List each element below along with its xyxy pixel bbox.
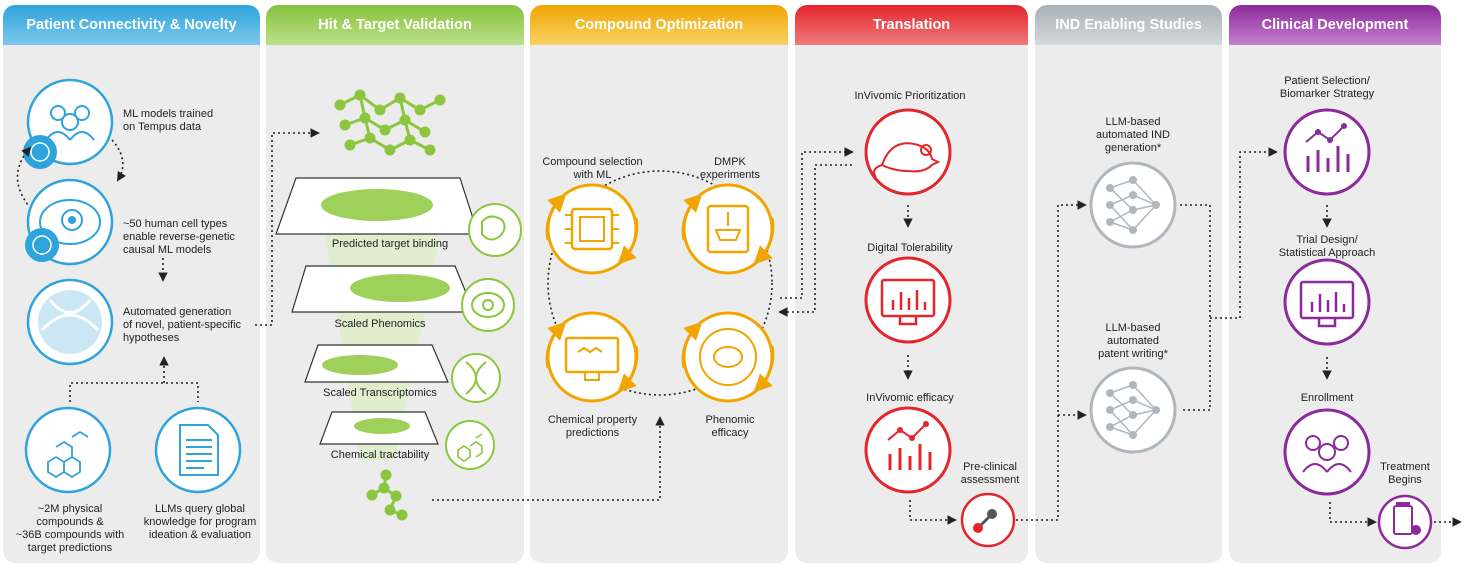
label-trial-design: Trial Design/ Statistical Approach: [1257, 234, 1397, 260]
label-cell-types: ~50 human cell types enable reverse-gene…: [123, 218, 235, 257]
label-line: Patient Selection/: [1284, 75, 1370, 87]
label-patient-selection: Patient Selection/ Biomarker Strategy: [1262, 75, 1392, 101]
cell-efficacy-icon: [682, 311, 774, 403]
label-line: Phenomic: [705, 414, 755, 426]
label-target-binding: Predicted target binding: [331, 238, 449, 250]
label-line: Begins: [1388, 474, 1422, 486]
label-invivomic-prioritization: InVivomic Prioritization: [854, 90, 966, 102]
label-treatment: Treatment Begins: [1370, 461, 1440, 487]
stage-header: Patient Connectivity & Novelty: [3, 5, 260, 45]
label-line: enable reverse-genetic: [123, 231, 235, 243]
label-line: DMPK: [714, 156, 746, 168]
label-line: Statistical Approach: [1278, 247, 1376, 259]
label-chemical-property: Chemical property predictions: [535, 414, 650, 440]
label-ml-models: ML models trained on Tempus data: [123, 108, 213, 134]
label-line: patent writing*: [1098, 348, 1168, 360]
label-line: with ML: [573, 169, 612, 181]
label-line: ~2M physical: [37, 503, 103, 515]
label-line: ML models trained: [123, 108, 214, 120]
label-line: knowledge for program: [143, 516, 257, 528]
label-line: Pre-clinical: [963, 461, 1017, 473]
label-line: LLM-based: [1105, 322, 1161, 334]
label-compounds: ~2M physical compounds & ~36B compounds …: [8, 503, 132, 555]
stage-header: Compound Optimization: [530, 5, 788, 45]
stage-header: IND Enabling Studies: [1035, 5, 1222, 45]
label-line: Automated generation: [123, 306, 232, 318]
protein-icon: [468, 203, 522, 257]
label-llm-patent: LLM-based automated patent writing*: [1078, 322, 1188, 361]
label-line: ideation & evaluation: [148, 529, 252, 541]
label-compound-selection: Compound selection with ML: [535, 156, 650, 182]
label-line: LLM-based: [1105, 116, 1161, 128]
label-line: automated: [1107, 335, 1159, 347]
label-line: Treatment: [1380, 461, 1430, 473]
cell-icon: [25, 178, 114, 266]
stage-ind-enabling: IND Enabling Studies: [1035, 5, 1222, 563]
monitor-chart-purple-icon: [1283, 258, 1371, 346]
label-dmpk: DMPK experiments: [690, 156, 770, 182]
chip-icon: [546, 183, 638, 275]
label-line: efficacy: [711, 427, 749, 439]
cell-green-icon: [461, 278, 515, 332]
monitor-chart-icon: [864, 256, 952, 344]
line-bar-chart-icon: [864, 406, 952, 494]
label-line: Compound selection: [542, 156, 643, 168]
label-line: generation*: [1104, 142, 1162, 154]
layer-target-binding: [275, 177, 479, 235]
neural-network-icon: [1089, 366, 1177, 454]
layer-chemical-tractability: [319, 411, 439, 445]
label-invivomic-efficacy: InVivomic efficacy: [866, 392, 954, 404]
label-line: target predictions: [27, 542, 113, 554]
label-preclinical: Pre-clinical assessment: [955, 461, 1025, 487]
label-line: ~36B compounds with: [15, 529, 125, 541]
mouse-icon: [864, 108, 952, 196]
molecule-icon: [24, 406, 112, 494]
brain-scan-icon: [26, 278, 114, 366]
label-line: Chemical property: [547, 414, 638, 426]
molecule-green-icon: [445, 420, 495, 470]
line-bar-chart-purple-icon: [1283, 108, 1371, 196]
stage-compound-optimization: Compound Optimization: [530, 5, 788, 563]
people-purple-icon: [1283, 408, 1371, 496]
label-line: causal ML models: [123, 244, 212, 256]
stage-header: Hit & Target Validation: [266, 5, 524, 45]
layer-phenomics: [291, 265, 475, 313]
pill-bottle-icon: [1377, 494, 1433, 550]
label-line: experiments: [700, 169, 760, 181]
monitor-molecule-icon: [546, 311, 638, 403]
small-molecule-icon: [366, 469, 408, 521]
stage-header: Clinical Development: [1229, 5, 1441, 45]
label-line: predictions: [565, 427, 620, 439]
label-line: Biomarker Strategy: [1279, 88, 1375, 100]
label-line: Trial Design/: [1296, 234, 1358, 246]
label-phenomic-efficacy: Phenomic efficacy: [690, 414, 770, 440]
label-transcriptomics: Scaled Transcriptomics: [323, 387, 437, 399]
molecule-red-icon: [960, 492, 1016, 548]
label-line: of novel, patient-specific: [123, 319, 242, 331]
label-line: automated IND: [1096, 129, 1170, 141]
label-phenomics: Scaled Phenomics: [334, 318, 426, 330]
label-llms: LLMs query global knowledge for program …: [140, 503, 260, 542]
label-llm-ind: LLM-based automated IND generation*: [1078, 116, 1188, 155]
dna-icon: [451, 353, 501, 403]
molecule-network-icon: [334, 89, 446, 156]
layer-transcriptomics: [304, 344, 449, 383]
label-line: hypotheses: [123, 332, 180, 344]
label-line: assessment: [960, 474, 1020, 486]
label-line: LLMs query global: [155, 503, 245, 515]
label-line: ~50 human cell types: [123, 218, 228, 230]
label-line: on Tempus data: [123, 121, 202, 133]
label-automated-generation: Automated generation of novel, patient-s…: [123, 306, 241, 345]
document-icon: [154, 406, 242, 494]
label-chemical-tractability: Chemical tractability: [330, 449, 430, 461]
label-enrollment: Enrollment: [1300, 392, 1354, 404]
label-digital-tolerability: Digital Tolerability: [867, 242, 953, 254]
label-line: compounds &: [36, 516, 104, 528]
microscope-icon: [682, 183, 774, 275]
neural-network-icon: [1089, 161, 1177, 249]
people-icon: [23, 78, 114, 169]
stage-header: Translation: [795, 5, 1028, 45]
